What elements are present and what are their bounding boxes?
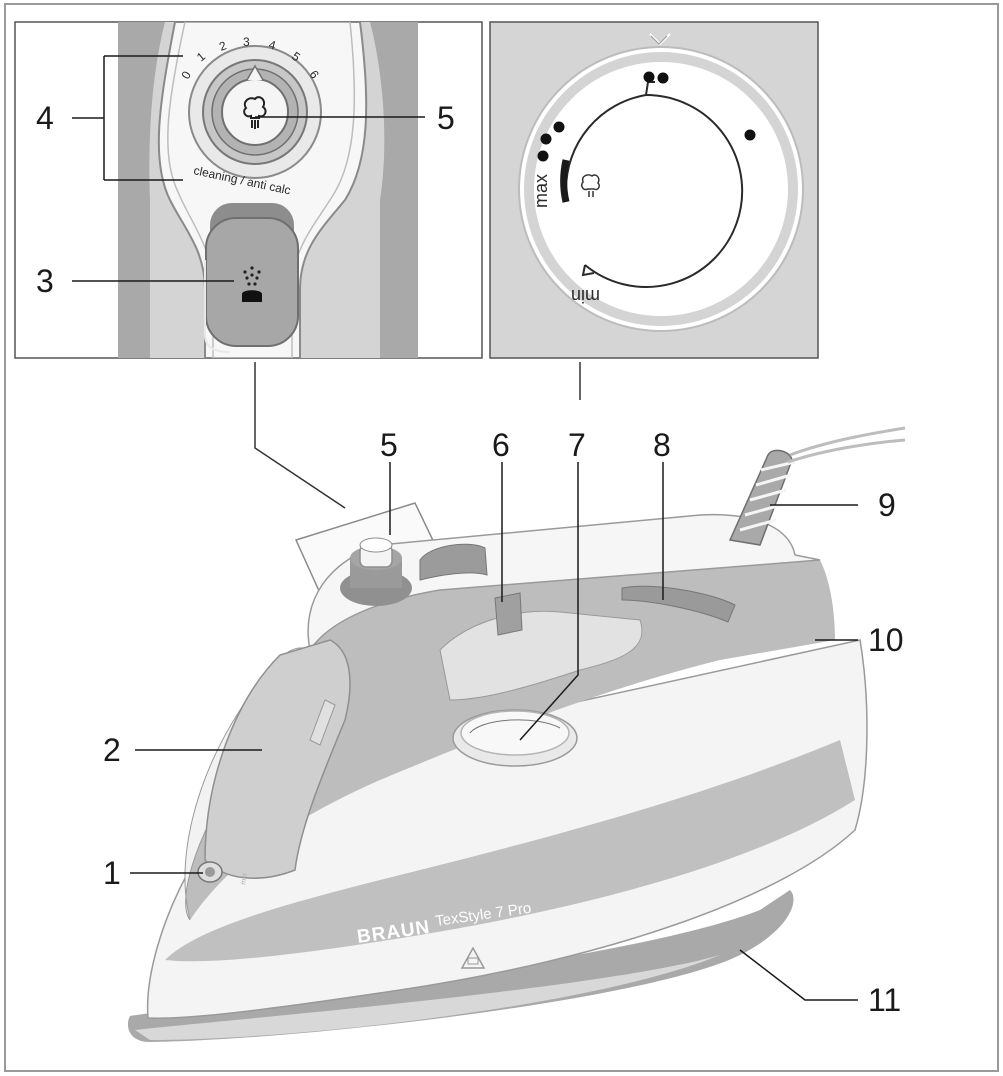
connector-left [254,362,346,509]
inset-panel-dial: max min [489,21,819,359]
callout-9: 9 [878,487,896,523]
spray-icon [242,266,262,302]
scale-4: 4 [267,37,277,52]
scale-2: 2 [217,38,228,54]
steam-icon [243,96,267,129]
callout-5: 5 [380,427,398,463]
scale-3: 3 [243,35,250,49]
callout-1: 1 [103,855,121,891]
callout-7-inset: 7 [568,427,586,463]
hot-surface-warning-icon [460,946,486,969]
callout-5-inset: 5 [437,100,455,136]
iron-illustration: mm BRAUN TexStyle 7 Pro [127,426,906,1042]
spray-button [621,585,736,623]
water-tank [204,639,351,879]
callout-2: 2 [103,732,121,768]
min-label: min [571,286,600,306]
svg-text:mm: mm [240,872,249,885]
callout-11: 11 [868,982,901,1018]
callout-4: 4 [36,100,54,136]
max-label: max [531,174,551,208]
callout-6: 6 [492,427,510,463]
callout-3: 3 [36,263,54,299]
callout-10: 10 [868,622,904,658]
callout-8: 8 [653,427,671,463]
steam-dial-icon [581,174,600,197]
callout-labels: 1 2 3 4 5 5 6 7 8 9 10 11 [36,100,904,1018]
callout-lines [72,55,858,1001]
inset-panel-controls: 0 1 2 3 4 5 6 cleaning / anti calc [14,21,483,359]
burst-button [494,592,523,636]
